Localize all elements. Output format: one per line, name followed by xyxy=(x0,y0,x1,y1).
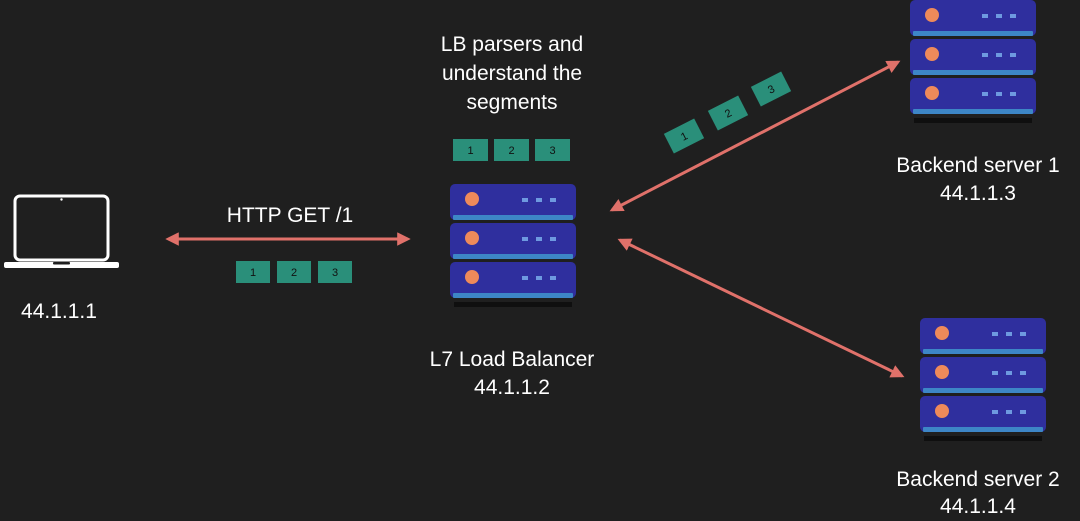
segment-label: 2 xyxy=(508,145,514,157)
segment-box: 2 xyxy=(277,261,311,283)
segment-box: 2 xyxy=(494,139,529,161)
lb-backend1-arrow xyxy=(609,60,901,212)
laptop-icon xyxy=(4,194,119,268)
segment-label: 3 xyxy=(332,267,338,279)
lb-note: LB parsers and understand the segments xyxy=(440,33,584,114)
load-balancer-server-icon xyxy=(450,184,576,307)
segment-box: 1 xyxy=(453,139,488,161)
lb-name: L7 Load Balancer xyxy=(429,348,595,371)
segment-box: 3 xyxy=(318,261,352,283)
backend2-name: Backend server 2 xyxy=(896,468,1060,491)
lb-backend2-arrow xyxy=(617,238,905,378)
backend-server-2-icon xyxy=(920,318,1046,441)
segment-label: 3 xyxy=(766,83,777,96)
segment-box: 1 xyxy=(663,118,705,154)
backend2-ip: 44.1.1.4 xyxy=(940,495,1016,518)
segment-label: 1 xyxy=(467,145,473,157)
backend1-ip: 44.1.1.3 xyxy=(940,182,1016,205)
segment-box: 3 xyxy=(535,139,570,161)
backend-server-1-icon xyxy=(910,0,1036,123)
segment-box: 1 xyxy=(236,261,270,283)
request-segments: 1 2 3 xyxy=(236,261,352,283)
lb-segments: 1 2 3 xyxy=(453,139,570,161)
backend1-name: Backend server 1 xyxy=(896,154,1060,177)
segment-box: 3 xyxy=(750,71,792,107)
segment-label: 1 xyxy=(250,267,256,279)
segment-label: 2 xyxy=(723,107,734,120)
segment-box: 2 xyxy=(707,95,749,131)
backend1-segments: 1 2 3 xyxy=(663,71,792,154)
client-ip-label: 44.1.1.1 xyxy=(21,300,97,323)
segment-label: 2 xyxy=(291,267,297,279)
segment-label: 3 xyxy=(549,145,555,157)
segment-label: 1 xyxy=(679,130,690,143)
request-label: HTTP GET /1 xyxy=(226,204,354,227)
lb-ip: 44.1.1.2 xyxy=(474,376,550,399)
